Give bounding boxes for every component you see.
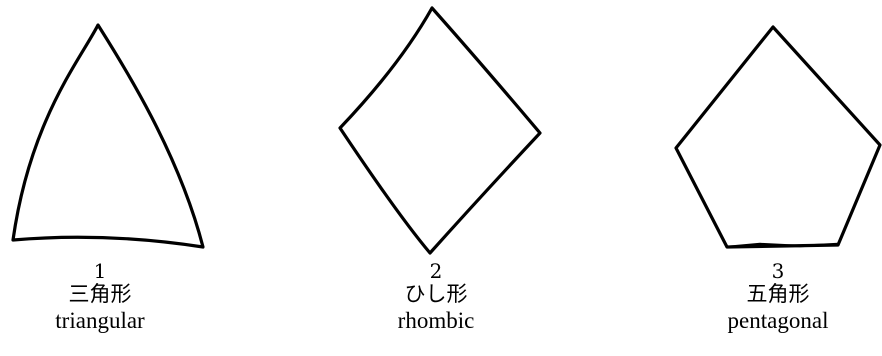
japanese-label: 三角形 xyxy=(10,281,190,307)
english-label: pentagonal xyxy=(688,307,868,335)
rhombic-shape xyxy=(340,8,540,253)
pentagonal-shape xyxy=(676,27,880,247)
japanese-label: ひし形 xyxy=(346,281,526,307)
triangular-shape xyxy=(13,25,203,247)
english-label: triangular xyxy=(10,307,190,335)
japanese-label: 五角形 xyxy=(688,281,868,307)
figure-number: 3 xyxy=(688,261,868,281)
caption-rhombic: 2 ひし形 rhombic xyxy=(346,261,526,335)
figure-number: 1 xyxy=(10,261,190,281)
caption-pentagonal: 3 五角形 pentagonal xyxy=(688,261,868,335)
english-label: rhombic xyxy=(346,307,526,335)
caption-triangular: 1 三角形 triangular xyxy=(10,261,190,335)
figure-number: 2 xyxy=(346,261,526,281)
